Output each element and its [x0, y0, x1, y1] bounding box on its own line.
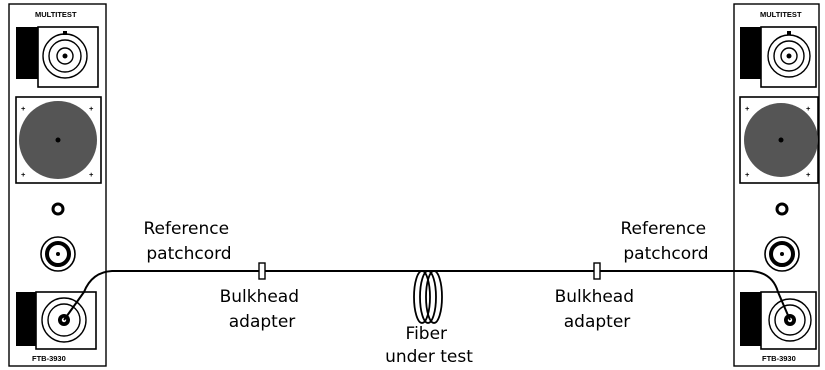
left-top-connector-key [63, 31, 67, 35]
fiber-line2: under test [385, 347, 473, 367]
left-bottom-connector [16, 291, 97, 350]
right-flange-screw-bl: + [745, 170, 750, 179]
right-top-connector-block [740, 27, 762, 79]
reference-patchcord-right-label: Reference patchcord [620, 219, 711, 264]
left-top-connector-core [62, 53, 68, 59]
right-flange-screw-br: + [806, 170, 811, 179]
left-top-connector-mid-ring [48, 39, 82, 73]
left-flange-screw-tl: + [21, 104, 26, 113]
left-bnc-ring [45, 241, 71, 267]
right-top-connector-mid-ring [773, 40, 805, 72]
right-flange-screw-tl: + [745, 104, 750, 113]
right-bottom-connector-outer-ring [768, 298, 812, 342]
left-top-connector-inner-ring [56, 47, 74, 65]
right-top-connector-inner-ring [780, 47, 798, 65]
right-top-connector-key [787, 31, 791, 35]
left-flange-screw-bl: + [21, 170, 26, 179]
bulkhead-adapter-left-label: Bulkhead adapter [220, 287, 305, 332]
left-reference-patchcord [63, 270, 262, 321]
bulkhead-left-line2: adapter [229, 312, 296, 332]
left-module-bottom-label: FTB-3930 [32, 354, 66, 363]
reference-right-line1: Reference [620, 219, 706, 239]
fiber-spool-loop-2 [419, 270, 437, 324]
left-led-indicator [51, 202, 65, 216]
fiber-spool-loop-3 [425, 270, 443, 324]
reference-left-line2: patchcord [146, 244, 231, 264]
right-bottom-connector-mid-ring [774, 304, 806, 336]
left-top-connector-housing [37, 26, 99, 88]
left-flange-center [55, 137, 61, 143]
right-top-connector [740, 26, 817, 88]
right-module-top-label: MULTITEST [760, 10, 802, 19]
right-bottom-connector-block [740, 292, 762, 346]
bulkhead-right-line2: adapter [564, 312, 631, 332]
right-led-indicator [775, 202, 789, 216]
reference-patchcord-left-label: Reference patchcord [143, 219, 234, 264]
reference-left-line1: Reference [143, 219, 229, 239]
bulkhead-right-line1: Bulkhead [555, 287, 634, 307]
fiber-under-test-label: Fiber under test [385, 324, 473, 367]
left-top-connector-block [16, 27, 39, 79]
right-bnc-connector [764, 236, 800, 272]
right-top-connector-core [786, 53, 792, 59]
left-flange-screw-tr: + [89, 104, 94, 113]
right-bottom-connector [740, 291, 817, 350]
bulkhead-left-line1: Bulkhead [220, 287, 299, 307]
right-test-module: MULTITEST + + + + [733, 3, 820, 367]
left-test-module: MULTITEST + + + + [8, 3, 107, 367]
left-bottom-connector-block [16, 292, 38, 346]
fiber-spool-loop-1 [413, 270, 431, 324]
fiber-line1: Fiber [406, 324, 448, 344]
right-bulkhead-adapter [593, 262, 601, 280]
right-reference-patchcord [597, 270, 791, 321]
right-flange-center [778, 137, 784, 143]
right-bnc-outer [764, 236, 800, 272]
left-bottom-connector-mid-ring [47, 303, 81, 337]
left-top-connector [16, 26, 99, 88]
fiber-spool [413, 270, 443, 324]
left-bnc-outer [40, 236, 76, 272]
left-flange-connector: + + + + [15, 96, 102, 184]
right-module-bottom-label: FTB-3930 [762, 354, 796, 363]
right-bnc-ring [769, 241, 795, 267]
reference-right-line2: patchcord [623, 244, 708, 264]
right-flange-connector: + + + + [739, 96, 819, 184]
right-bnc-pin [780, 252, 784, 256]
left-bulkhead-adapter [258, 262, 266, 280]
left-bottom-connector-outer-ring [41, 297, 87, 343]
bulkhead-adapter-right-label: Bulkhead adapter [555, 287, 640, 332]
left-bnc-connector [40, 236, 76, 272]
left-flange-screw-br: + [89, 170, 94, 179]
left-module-top-label: MULTITEST [35, 10, 77, 19]
right-flange-screw-tr: + [806, 104, 811, 113]
left-bnc-pin [56, 252, 60, 256]
